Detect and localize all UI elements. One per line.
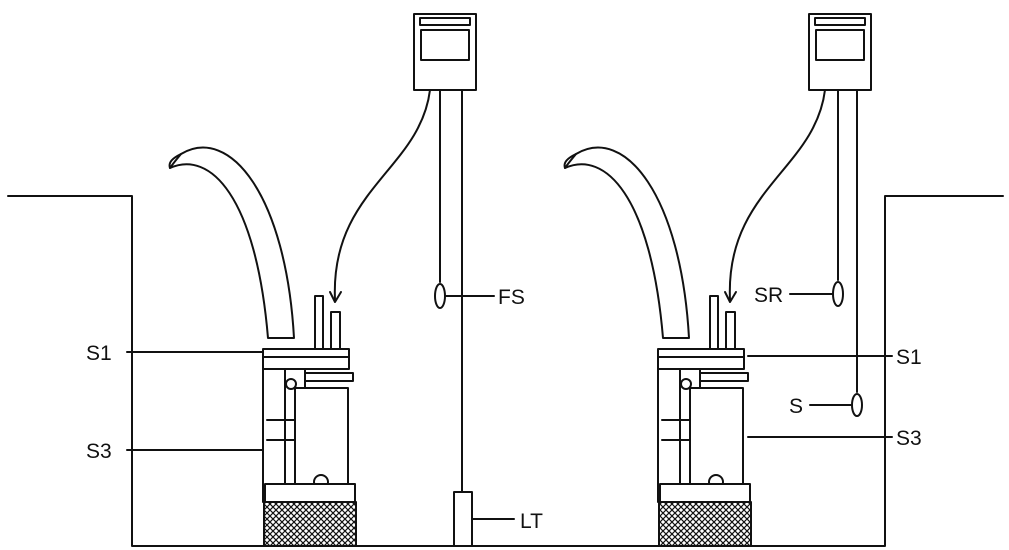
label-right-s1: S1	[896, 346, 922, 369]
label-right-s3: S3	[896, 427, 922, 450]
level-transmitter-lt	[453, 89, 473, 547]
float-switch-sr	[832, 89, 844, 307]
float-switch-s	[851, 89, 863, 417]
label-fs: FS	[498, 286, 525, 309]
control-panel-left	[413, 13, 477, 91]
label-s: S	[789, 395, 803, 418]
label-left-s1: S1	[86, 342, 112, 365]
label-lt: LT	[520, 510, 543, 533]
pump-left	[168, 146, 357, 547]
label-sr: SR	[754, 284, 783, 307]
power-cable-right	[728, 89, 826, 301]
control-panel-right	[808, 13, 872, 91]
label-left-s3: S3	[86, 440, 112, 463]
float-switch-fs	[434, 89, 446, 309]
power-cable-left	[333, 89, 431, 301]
sump-pit-outline	[7, 195, 1004, 547]
discharge-hose-left	[168, 146, 295, 339]
discharge-hose-right	[563, 146, 690, 339]
pump-right	[563, 146, 752, 547]
